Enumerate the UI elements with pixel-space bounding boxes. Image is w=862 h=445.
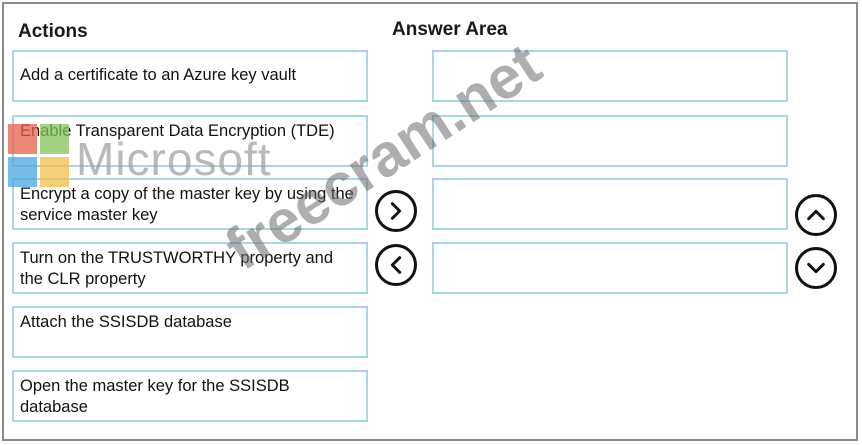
action-item-open-master-key[interactable]: Open the master key for the SSISDB datab…: [12, 370, 368, 422]
action-item-add-certificate[interactable]: Add a certificate to an Azure key vault: [12, 50, 368, 102]
action-item-attach-ssisdb[interactable]: Attach the SSISDB database: [12, 306, 368, 358]
action-item-label: Turn on the TRUSTWORTHY property and the…: [20, 249, 334, 288]
answer-area-heading: Answer Area: [392, 19, 508, 40]
action-item-label: Add a certificate to an Azure key vault: [20, 66, 297, 84]
action-item-enable-tde[interactable]: Enable Transparent Data Encryption (TDE): [12, 115, 368, 167]
move-up-button[interactable]: [795, 194, 837, 236]
chevron-left-icon: [390, 256, 402, 274]
action-item-trustworthy-clr[interactable]: Turn on the TRUSTWORTHY property and the…: [12, 242, 368, 294]
action-item-label: Attach the SSISDB database: [20, 313, 232, 331]
action-item-label: Open the master key for the SSISDB datab…: [20, 377, 290, 416]
answer-slot-1[interactable]: [432, 50, 788, 102]
move-right-button[interactable]: [375, 190, 417, 232]
move-left-button[interactable]: [375, 244, 417, 286]
move-down-button[interactable]: [795, 247, 837, 289]
drag-drop-frame: [2, 2, 858, 441]
action-item-label: Enable Transparent Data Encryption (TDE): [20, 122, 335, 140]
chevron-down-icon: [807, 262, 825, 274]
answer-slot-4[interactable]: [432, 242, 788, 294]
action-item-label: Encrypt a copy of the master key by usin…: [20, 185, 354, 224]
actions-heading: Actions: [18, 21, 88, 42]
action-item-encrypt-master-key[interactable]: Encrypt a copy of the master key by usin…: [12, 178, 368, 230]
answer-slot-3[interactable]: [432, 178, 788, 230]
microsoft-logo-icon: [8, 124, 70, 188]
chevron-right-icon: [390, 202, 402, 220]
microsoft-watermark-text: Microsoft: [76, 133, 272, 185]
chevron-up-icon: [807, 209, 825, 221]
answer-slot-2[interactable]: [432, 115, 788, 167]
